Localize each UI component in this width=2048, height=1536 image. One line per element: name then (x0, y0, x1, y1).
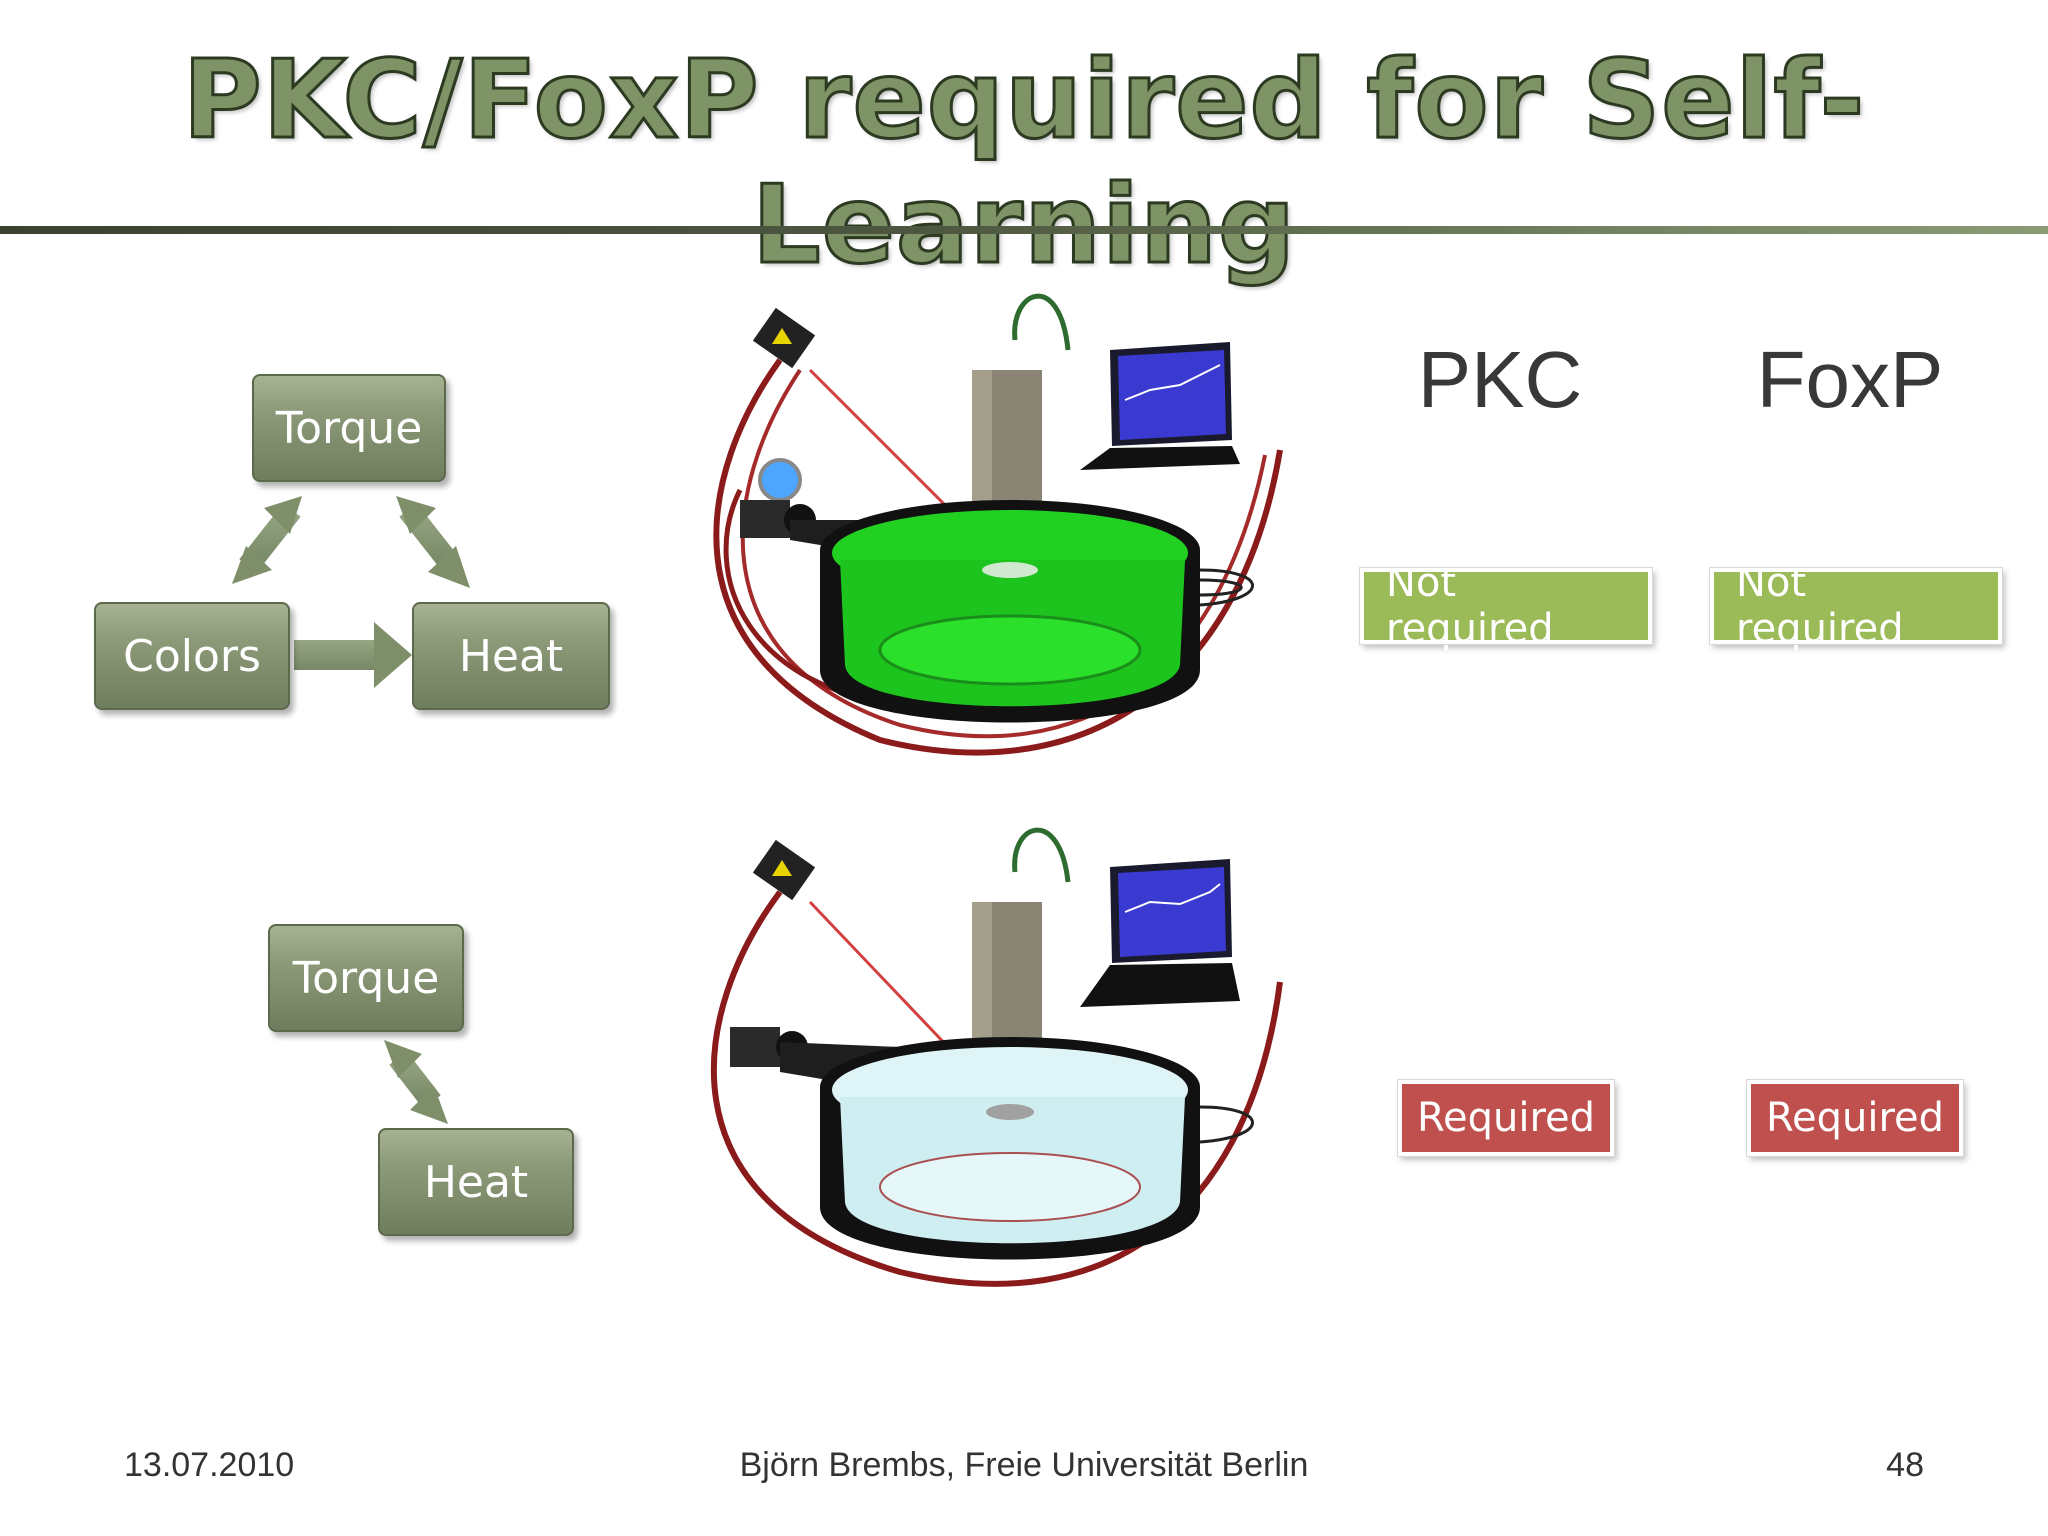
footer-author: Björn Brembs, Freie Universität Berlin (739, 1446, 1309, 1484)
slide-title: PKC/FoxP required for Self-Learning (181, 37, 1866, 290)
column-heading-foxp: FoxP (1756, 335, 1944, 424)
footer-date: 13.07.2010 (124, 1446, 295, 1484)
title-divider (0, 226, 2048, 234)
flight-simulator-illustration (713, 293, 1283, 756)
footer-page-number: 48 (1886, 1446, 1924, 1484)
arrow-colors-heat (294, 622, 412, 688)
flight-simulator-illustration-bottom (710, 827, 1283, 1287)
node-heat: Heat (412, 602, 610, 710)
arrow-torque-heat (396, 496, 470, 588)
laptop-icon (1080, 342, 1240, 470)
node-torque-bottom: Torque (268, 924, 464, 1032)
camera-icon (752, 307, 816, 369)
arrow-torque-colors (232, 496, 302, 584)
node-torque: Torque (252, 374, 446, 482)
status-badge-foxp-row2: Required (1746, 1079, 1964, 1157)
camera-icon (752, 839, 816, 901)
node-heat-bottom: Heat (378, 1128, 574, 1236)
status-badge-pkc-row2: Required (1397, 1079, 1615, 1157)
status-badge-foxp-row1: Not required (1709, 560, 2003, 652)
laptop-icon (1080, 859, 1240, 1007)
node-colors: Colors (94, 602, 290, 710)
status-badge-pkc-row1: Not required (1359, 560, 1653, 652)
column-heading-pkc: PKC (1417, 335, 1583, 424)
arrow-torque-heat-bottom (384, 1040, 448, 1124)
